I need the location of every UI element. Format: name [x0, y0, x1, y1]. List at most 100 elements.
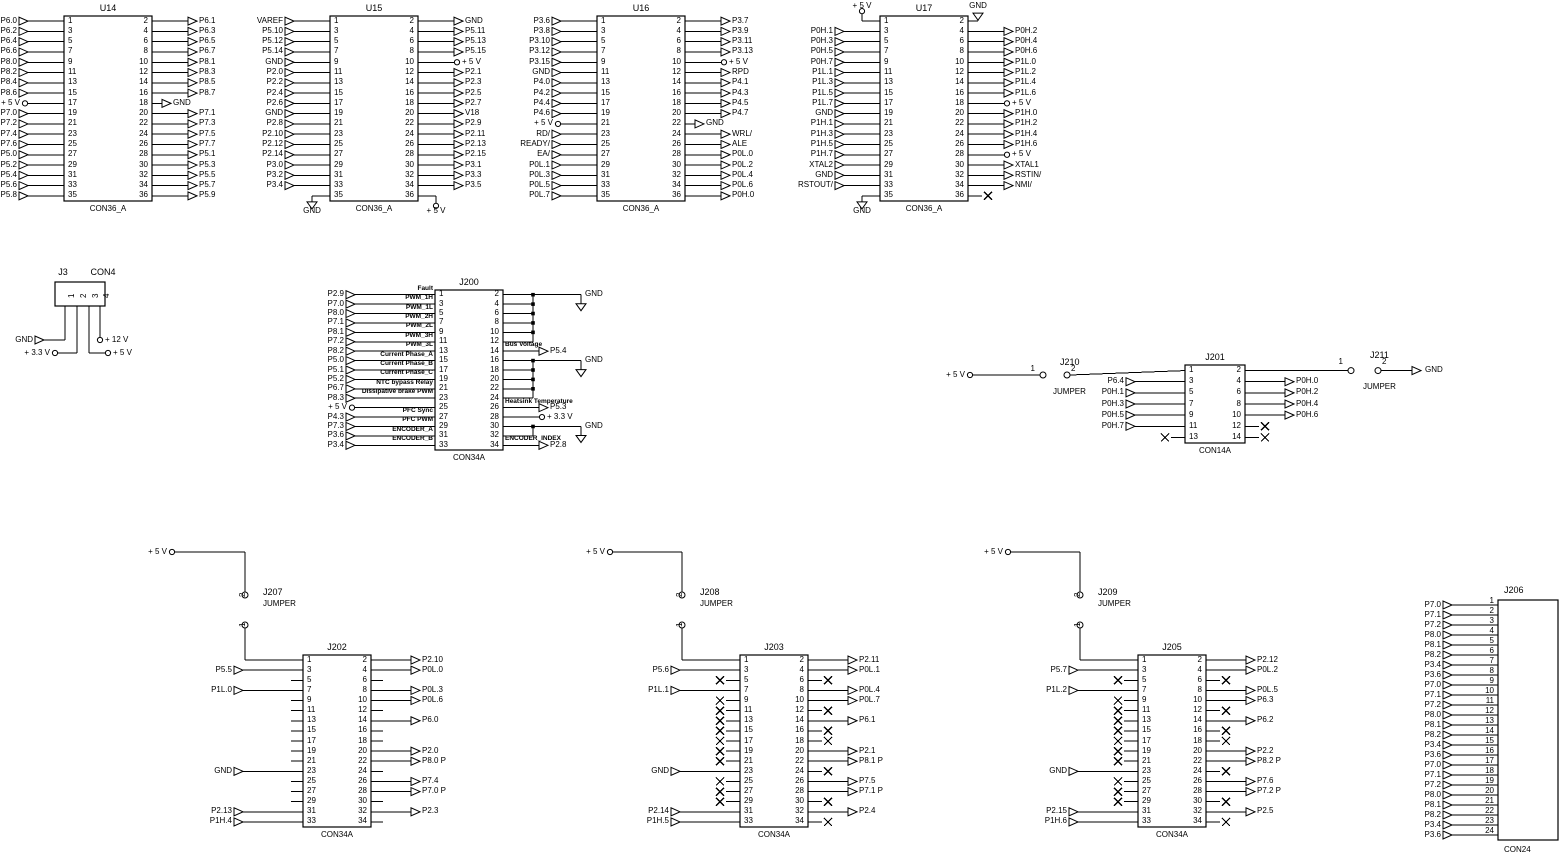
pin-label-U15-15: P2.4 [266, 87, 283, 97]
connector-body [596, 15, 686, 202]
pin-label-J205-2: P2.12 [1257, 654, 1278, 664]
pin-label-J202-33: P1H.4 [209, 816, 232, 826]
pin-number-U17-20: 20 [955, 108, 964, 118]
pin-label-J200-27: P4.3 [327, 411, 344, 421]
pin-number-J202-8: 8 [362, 684, 367, 694]
pin-label-U16-16: P4.3 [732, 87, 749, 97]
pin-number-J201-13: 13 [1189, 431, 1198, 441]
port-symbol [720, 160, 732, 170]
wire [1113, 716, 1123, 726]
power-port [1076, 591, 1084, 599]
port-symbol [453, 16, 465, 26]
pin-number-U17-2: 2 [959, 15, 964, 25]
pin-number-U14-14: 14 [139, 77, 148, 87]
port-symbol [1245, 665, 1257, 675]
connector-body [63, 15, 153, 202]
pin-number-J206-8: 8 [1489, 666, 1494, 675]
pin-label-U16-31: P0L.3 [529, 169, 550, 179]
pin-number-U17-35: 35 [884, 190, 893, 200]
pin-number-J201-9: 9 [1189, 409, 1194, 419]
pin-label-J201-8: P0H.4 [1296, 398, 1319, 408]
pin-number-U15-8: 8 [409, 46, 414, 56]
port-symbol [345, 384, 357, 394]
power-port [554, 120, 562, 128]
pin-label-J206-18: P7.1 [1424, 769, 1441, 779]
pin-label-J206-9: P7.0 [1424, 679, 1441, 689]
pin-label-J201-9: P0H.5 [1101, 409, 1124, 419]
pin-label-J200-15: P5.0 [327, 355, 344, 365]
wire [983, 191, 993, 201]
port-symbol [1245, 807, 1257, 817]
port-symbol [18, 129, 30, 139]
pin-label-U15-33: P3.4 [266, 180, 283, 190]
pin-number-J205-5: 5 [1142, 674, 1147, 684]
power-port [858, 8, 866, 15]
port-symbol [284, 160, 296, 170]
net-5v-u15: + 5 V [426, 206, 446, 215]
pin-number-U14-22: 22 [139, 118, 148, 128]
pin-number-J205-11: 11 [1142, 705, 1151, 715]
pin-number-J200-11: 11 [439, 336, 448, 346]
pin-number-J202-5: 5 [307, 674, 312, 684]
port-symbol [1245, 756, 1257, 767]
pin-number-J205-17: 17 [1142, 735, 1151, 745]
port-symbol [1284, 376, 1296, 387]
pin-number-U16-23: 23 [601, 128, 610, 138]
pin-label-U16-1: P3.6 [533, 15, 550, 25]
port-symbol [720, 139, 732, 150]
port-symbol [453, 67, 465, 78]
pin-number-J206-19: 19 [1485, 776, 1494, 785]
jumper-ref-J209: J209 [1098, 587, 1118, 597]
wire [715, 756, 725, 766]
pin-label-U14-19: P7.0 [0, 108, 17, 118]
port-symbol [187, 139, 199, 150]
pin-number-U16-11: 11 [601, 67, 610, 77]
pin-label-U15-18: P2.7 [465, 97, 482, 107]
pin-number-J202-34: 34 [358, 816, 367, 826]
pin-number-U17-3: 3 [884, 25, 889, 35]
pin-number-U16-12: 12 [672, 67, 681, 77]
pin-number-U16-29: 29 [601, 159, 610, 169]
jumper-ref-J211: J211 [1370, 349, 1389, 360]
pin-number-U16-25: 25 [601, 138, 610, 148]
port-symbol [345, 299, 357, 309]
pin-number-J202-29: 29 [307, 796, 316, 806]
pin-label-U14-11: P8.2 [0, 67, 17, 77]
pin-number-J205-25: 25 [1142, 775, 1151, 785]
port-symbol [551, 129, 563, 139]
jumper-pin-J209-1: 1 [1073, 622, 1082, 627]
pin-label-J205-22: P8.2 P [1257, 755, 1282, 765]
pin-label-U15-31: P3.2 [266, 169, 283, 179]
pin-number-J203-19: 19 [744, 745, 753, 755]
port-symbol [720, 78, 732, 88]
pin-number-U15-32: 32 [405, 169, 414, 179]
pin-number-U15-2: 2 [409, 15, 414, 25]
pin-number-J3-4: 4 [102, 293, 111, 298]
pin-number-U15-1: 1 [334, 15, 339, 25]
pin-label-U15-34: P3.5 [465, 180, 482, 190]
power-port [21, 100, 29, 107]
pin-number-U16-36: 36 [672, 190, 681, 200]
pin-number-J203-2: 2 [799, 654, 804, 664]
wire [1113, 787, 1123, 797]
pin-label-J200-7: P7.1 [327, 317, 344, 327]
pin-number-J203-34: 34 [795, 816, 804, 826]
pin-number-J200-12: 12 [490, 336, 499, 346]
pin-number-U15-31: 31 [334, 169, 343, 179]
wire [715, 706, 725, 716]
port-symbol [551, 57, 563, 68]
port-symbol [18, 47, 30, 57]
pin-label-J206-23: P3.4 [1424, 819, 1441, 829]
pin-number-U17-25: 25 [884, 138, 893, 148]
port-symbol [161, 98, 173, 109]
pin-number-J200-15: 15 [439, 355, 448, 365]
pin-number-J203-17: 17 [744, 735, 753, 745]
pin-number-J200-26: 26 [490, 402, 499, 412]
pin-label-J202-31: P2.13 [211, 806, 232, 816]
pin-number-J205-14: 14 [1193, 715, 1202, 725]
pin-number-J205-23: 23 [1142, 765, 1151, 775]
pin-number-U17-36: 36 [955, 190, 964, 200]
pin-number-J201-8: 8 [1236, 398, 1241, 408]
port-symbol [834, 98, 846, 109]
pin-label-J202-2: P2.10 [422, 654, 443, 664]
